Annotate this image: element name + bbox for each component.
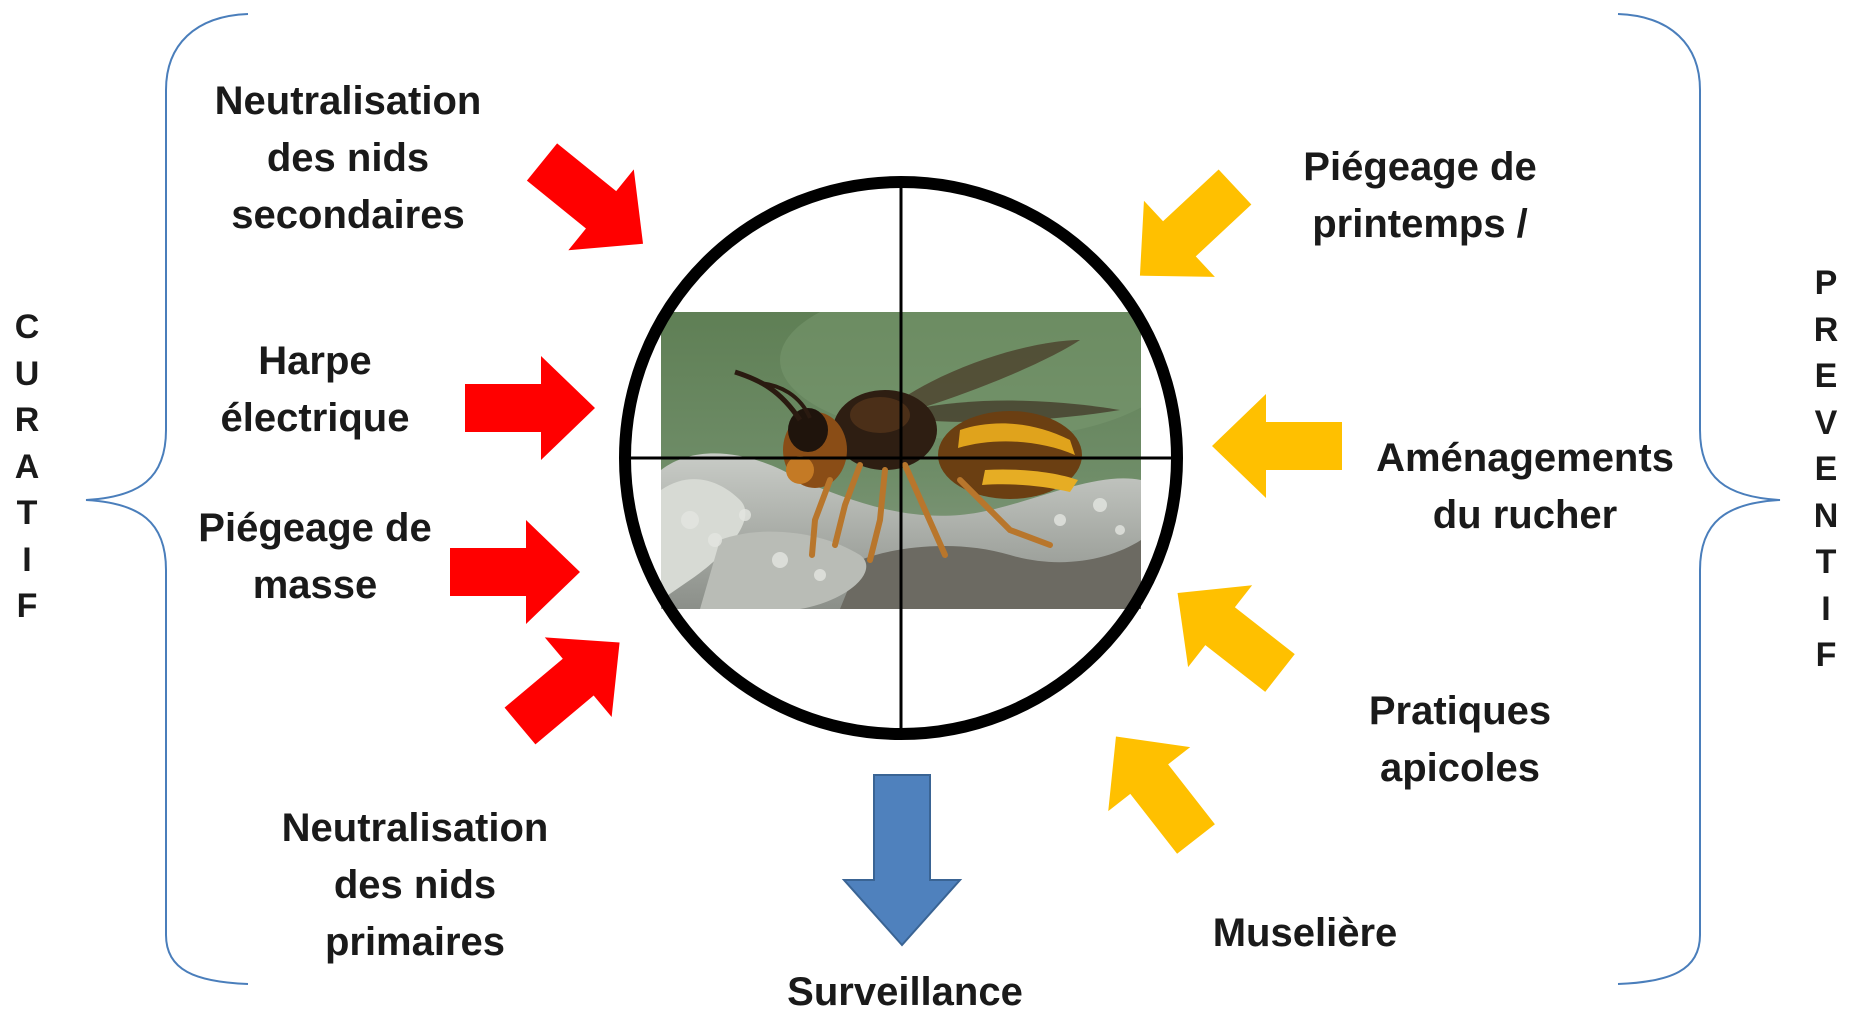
arrow-piegeage-printemps	[1104, 149, 1270, 314]
title-letter: I	[7, 537, 47, 584]
arrow-pratiques-apicoles	[1146, 552, 1312, 714]
label-pratiques-apicoles: Pratiques apicoles	[1345, 683, 1575, 797]
arrow-nids-primaires	[487, 603, 653, 766]
title-letter: C	[7, 304, 47, 351]
label-amenagements-rucher: Aménagements du rucher	[1365, 430, 1685, 544]
title-letter: R	[1806, 307, 1846, 354]
title-letter: E	[1806, 446, 1846, 493]
title-letter: F	[7, 583, 47, 630]
title-letter: E	[1806, 353, 1846, 400]
title-letter: F	[1806, 632, 1846, 679]
crosshair-scope	[625, 182, 1177, 734]
arrow-harpe-electrique	[465, 356, 595, 460]
title-letter: U	[7, 351, 47, 398]
label-piegeage-masse: Piégeage de masse	[175, 500, 455, 614]
label-museliere: Muselière	[1195, 905, 1415, 962]
hornet-photo	[661, 280, 1180, 609]
arrow-surveillance	[844, 775, 960, 945]
label-nids-primaires: Neutralisation des nids primaires	[265, 800, 565, 971]
arrow-piegeage-masse	[450, 520, 580, 624]
label-surveillance: Surveillance	[760, 964, 1050, 1021]
title-letter: A	[7, 444, 47, 491]
arrow-nids-secondaires	[509, 122, 675, 285]
arrow-amenagements	[1212, 394, 1342, 498]
label-piegeage-printemps: Piégeage de printemps /	[1290, 139, 1550, 253]
title-letter: R	[7, 397, 47, 444]
title-letter: T	[7, 490, 47, 537]
title-letter: V	[1806, 400, 1846, 447]
label-harpe-electrique: Harpe électrique	[195, 333, 435, 447]
label-nids-secondaires: Neutralisation des nids secondaires	[198, 73, 498, 244]
title-letter: N	[1806, 493, 1846, 540]
title-letter: P	[1806, 260, 1846, 307]
title-letter: T	[1806, 539, 1846, 586]
title-letter: I	[1806, 586, 1846, 633]
arrow-museliere	[1075, 705, 1237, 871]
